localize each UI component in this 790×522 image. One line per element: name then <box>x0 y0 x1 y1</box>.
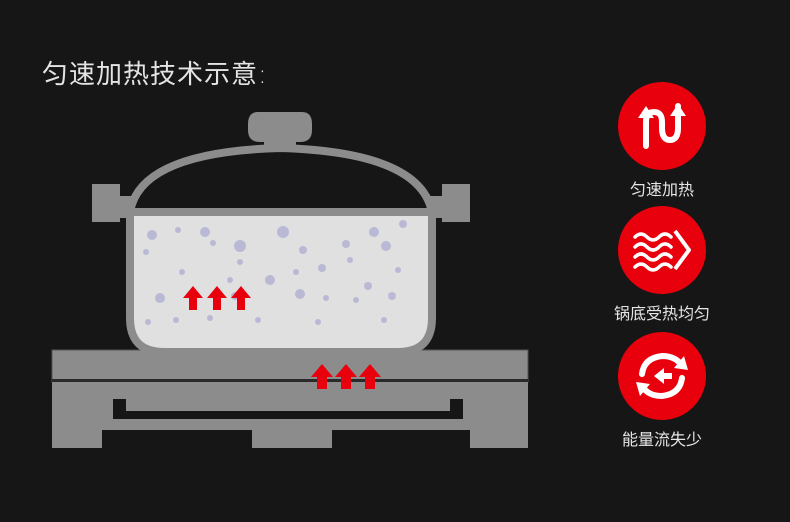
stove-foot-right <box>470 430 528 448</box>
feature-uniform-heating: 匀速加热 <box>582 82 742 200</box>
feature-label: 锅底受热均匀 <box>613 304 710 323</box>
stove-seam <box>52 379 528 382</box>
stove-heat-arrows <box>311 364 381 389</box>
heat-wave-icon <box>618 206 706 294</box>
u-turn-arrows-icon <box>618 82 706 170</box>
page-title: 匀速加热技术示意: <box>42 60 268 90</box>
water-heat-arrows <box>183 286 251 310</box>
feature-low-energy-loss: 能量流失少 <box>582 332 742 450</box>
stove-slot-inner <box>126 399 450 411</box>
lid-knob <box>248 112 312 142</box>
water-bubbles <box>143 220 407 325</box>
pot-handle-right <box>428 184 470 222</box>
stove-foot-center <box>252 430 332 448</box>
induction-stove <box>51 349 529 448</box>
pot-handle-left <box>92 184 134 222</box>
feature-label: 匀速加热 <box>629 180 694 199</box>
circular-arrows-icon <box>618 332 706 420</box>
feature-label: 能量流失少 <box>621 430 702 449</box>
cooking-pot <box>92 112 470 356</box>
pot-body <box>126 208 436 356</box>
pot-lid <box>125 143 437 216</box>
stove-foot-left <box>52 430 102 448</box>
feature-even-bottom-heat: 锅底受热均匀 <box>582 206 742 324</box>
